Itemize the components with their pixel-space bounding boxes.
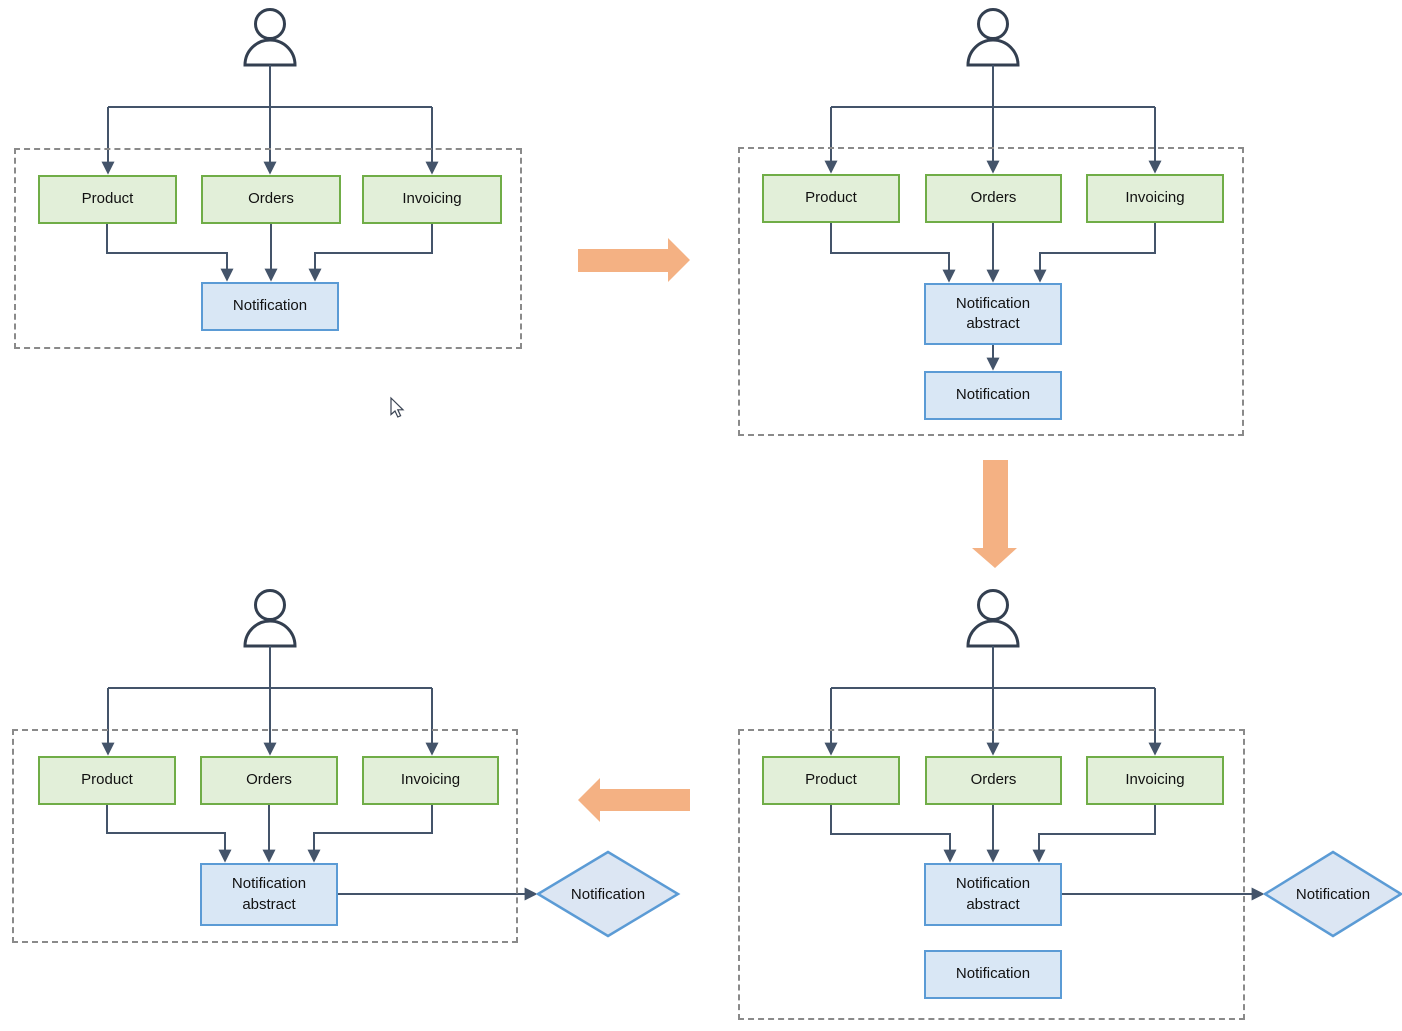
service-box-orders: Orders <box>925 756 1062 805</box>
service-box-orders: Orders <box>201 175 341 224</box>
service-box-orders: Orders <box>200 756 338 805</box>
notification-abstract-box: Notification abstract <box>200 863 338 926</box>
system-boundary-top-right <box>738 147 1244 436</box>
system-boundary-bottom-left <box>12 729 518 943</box>
notification-diamond <box>1262 850 1402 938</box>
notification-abstract-box: Notification abstract <box>924 283 1062 345</box>
system-boundary-top-left <box>14 148 522 349</box>
connector-lines-bottom-right <box>824 646 1265 901</box>
service-box-product: Product <box>38 175 177 224</box>
notification-diamond <box>535 850 681 938</box>
transition-arrow-left-icon <box>578 778 690 822</box>
system-boundary-bottom-right <box>738 729 1245 1020</box>
user-icon <box>966 589 1020 648</box>
notification-diamond-label: Notification <box>1295 885 1371 903</box>
service-box-product: Product <box>38 756 176 805</box>
user-icon <box>966 8 1020 67</box>
transition-arrow-down-icon <box>972 460 1017 568</box>
transition-arrow-right-icon <box>578 238 690 282</box>
connector-lines-top-right <box>824 65 1162 371</box>
notification-diamond-label: Notification <box>570 885 646 903</box>
notification-box: Notification <box>201 282 339 331</box>
mouse-cursor-icon <box>390 396 405 418</box>
service-box-invoicing: Invoicing <box>1086 756 1224 805</box>
notification-abstract-box: Notification abstract <box>924 863 1062 926</box>
user-icon <box>243 589 297 648</box>
service-box-product: Product <box>762 756 900 805</box>
user-icon <box>243 8 297 67</box>
service-box-orders: Orders <box>925 174 1062 223</box>
service-box-invoicing: Invoicing <box>1086 174 1224 223</box>
notification-box: Notification <box>924 371 1062 420</box>
connector-lines-bottom-left <box>101 646 538 901</box>
connector-lines-top-left <box>101 65 439 282</box>
service-box-invoicing: Invoicing <box>362 175 502 224</box>
notification-box: Notification <box>924 950 1062 999</box>
service-box-product: Product <box>762 174 900 223</box>
service-box-invoicing: Invoicing <box>362 756 499 805</box>
